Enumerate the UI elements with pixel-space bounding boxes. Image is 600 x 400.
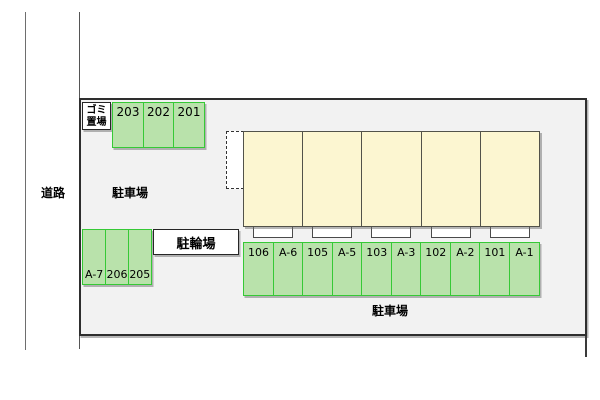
parking-space-label: 102 — [425, 246, 447, 259]
building-unit-1 — [244, 132, 302, 226]
parking-space-A-7: A-7 — [82, 229, 107, 285]
right-boundary-extension-line — [585, 336, 587, 357]
parking-group-top: 203 202 201 — [112, 102, 205, 148]
parking-space-202: 202 — [142, 102, 175, 148]
parking-space-A-2: A-2 — [449, 242, 481, 296]
parking-space-106: 106 — [243, 242, 275, 296]
apartment-building — [243, 131, 540, 227]
upper-parking-label: 駐車場 — [112, 186, 149, 200]
parking-space-label: A-6 — [278, 246, 298, 259]
building-unit-4 — [420, 132, 480, 226]
parking-space-label: 201 — [177, 105, 201, 119]
parking-space-103: 103 — [361, 242, 393, 296]
parking-space-label: 103 — [366, 246, 388, 259]
building-unit-2 — [302, 132, 361, 226]
parking-space-label: A-1 — [515, 246, 534, 259]
parking-space-label: 202 — [147, 105, 170, 119]
garbage-area-box: ゴミ 置場 — [82, 102, 111, 130]
parking-space-102: 102 — [420, 242, 452, 296]
road-label: 道路 — [41, 186, 66, 200]
parking-space-A-1: A-1 — [508, 242, 540, 296]
parking-space-201: 201 — [173, 102, 205, 148]
parking-space-label: 203 — [116, 105, 140, 119]
parking-space-label: A-7 — [85, 268, 104, 281]
parking-group-bottom: 106 A-6 105 A-5 103 A-3 102 A-2 101 A-1 — [243, 242, 540, 296]
parking-space-105: 105 — [302, 242, 334, 296]
lower-parking-label: 駐車場 — [372, 304, 409, 318]
parking-space-label: 105 — [307, 246, 329, 259]
parking-space-label: 206 — [106, 268, 128, 281]
building-annex-dashed-box — [226, 131, 244, 189]
road-outer-line — [25, 12, 26, 350]
bicycle-parking-box: 駐輪場 — [153, 229, 239, 255]
parking-space-label: A-2 — [456, 246, 475, 259]
parking-space-206: 206 — [104, 229, 130, 285]
parking-space-A-6: A-6 — [272, 242, 304, 296]
parking-space-203: 203 — [112, 102, 144, 148]
parking-space-A-3: A-3 — [390, 242, 422, 296]
parking-space-205: 205 — [127, 229, 152, 285]
building-unit-5 — [479, 132, 539, 226]
parking-space-label: A-5 — [338, 246, 357, 259]
building-unit-3 — [361, 132, 420, 226]
bicycle-parking-label: 駐輪場 — [176, 236, 216, 252]
parking-space-101: 101 — [479, 242, 511, 296]
parking-group-left: A-7 206 205 — [82, 229, 152, 285]
parking-space-label: 101 — [484, 246, 506, 259]
garbage-area-label-line1: ゴミ — [86, 105, 107, 116]
parking-space-label: 205 — [129, 268, 151, 281]
parking-space-A-5: A-5 — [331, 242, 363, 296]
parking-space-label: 106 — [248, 246, 270, 259]
garbage-area-label-line2: 置場 — [86, 117, 107, 128]
parking-space-label: A-3 — [397, 246, 416, 259]
